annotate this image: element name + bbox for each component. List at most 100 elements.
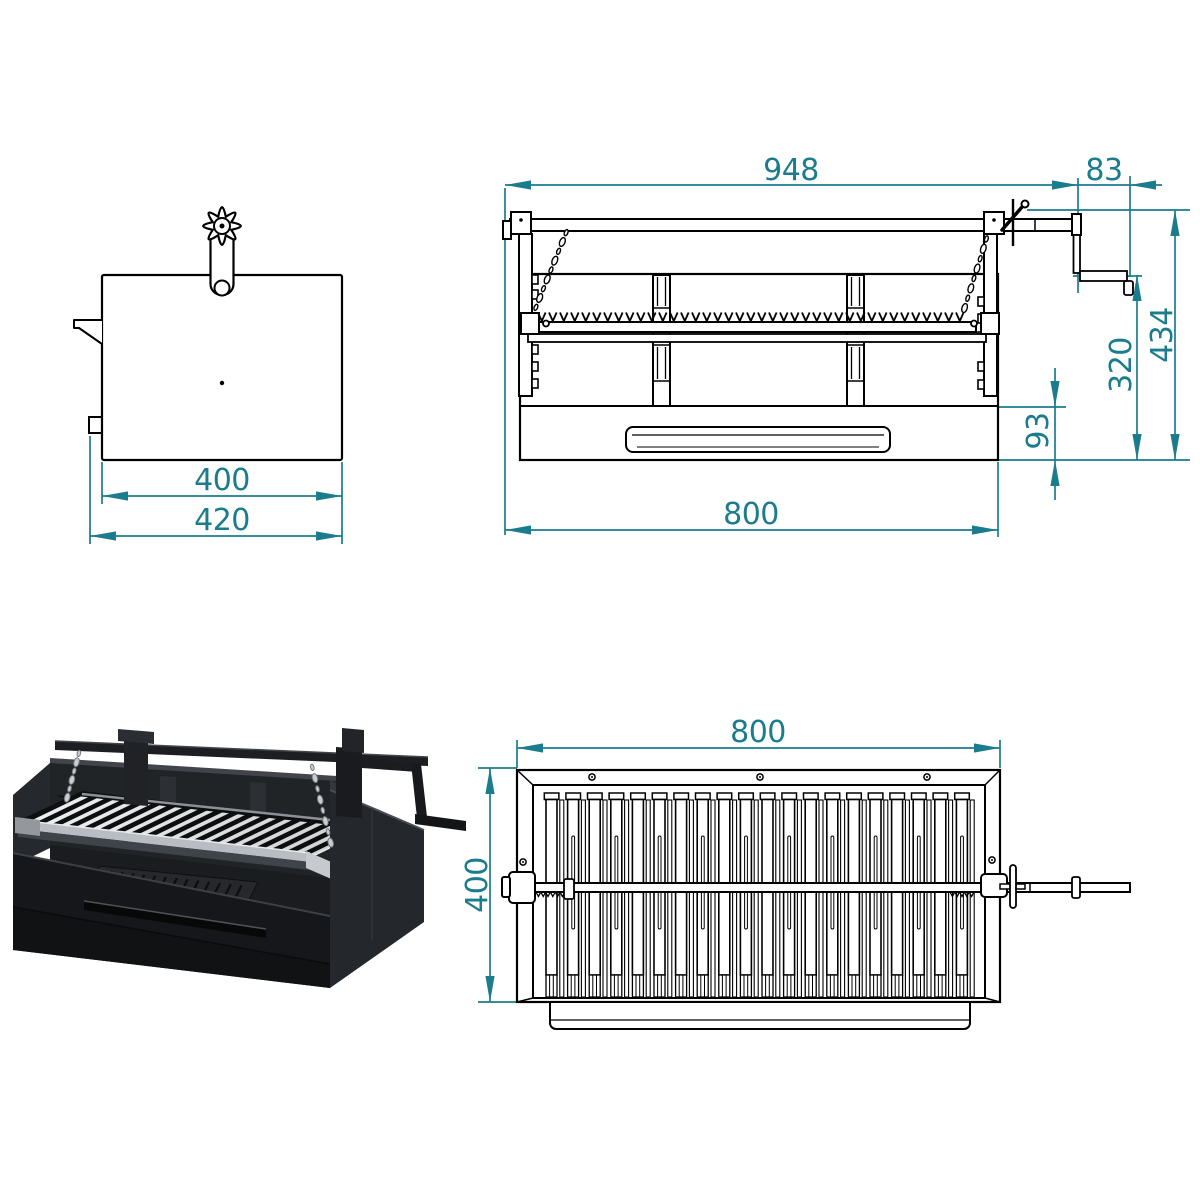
serration-teeth: [537, 312, 965, 324]
rod-collar: [1071, 876, 1081, 899]
chain-link: [73, 757, 80, 768]
front-wall-top-edge: [12, 852, 331, 917]
dimension-arrow: [505, 525, 531, 535]
slat-foot: [588, 974, 601, 998]
slat-strip: [775, 799, 781, 998]
slat-cap: [737, 792, 755, 801]
slat-strip: [796, 799, 802, 998]
slat-strip: [667, 799, 673, 998]
chain-link: [977, 254, 983, 263]
slat-foot: [955, 974, 969, 998]
slat-strip: [904, 799, 910, 998]
screw-center: [591, 776, 593, 778]
left-post-cap: [118, 729, 154, 744]
crank-grip-3d: [415, 814, 466, 831]
left-wall: [13, 763, 50, 866]
crank-down-arm: [1072, 234, 1081, 274]
slat-strip: [840, 799, 846, 998]
dimension-arrow: [316, 491, 342, 501]
drawer-front: [13, 907, 330, 988]
dim-top-width: 800: [730, 715, 786, 750]
grate-left-pin: [542, 319, 550, 328]
lower-bracket: [88, 416, 102, 434]
corner-miter: [984, 769, 1001, 786]
grease-tray: [549, 1001, 971, 1030]
spit-bar-right-cap: [1071, 213, 1082, 236]
slat-foot: [804, 974, 817, 998]
dim-front-overall-width: 948: [763, 153, 819, 188]
crank-guard-disc: [1009, 864, 1017, 909]
grate-left-end-plate: [520, 312, 540, 335]
chain-link: [320, 806, 326, 815]
side-view: [73, 206, 344, 462]
back-support-tab: [250, 782, 266, 812]
spit-bar-3d: [55, 741, 428, 766]
dimension-arrow: [974, 743, 1000, 753]
chain-link: [63, 792, 71, 803]
chain-link: [563, 228, 569, 237]
left-bracket: [510, 211, 532, 235]
dim-front-overall-height: 434: [1145, 307, 1180, 363]
chain-link: [533, 303, 539, 312]
hanging-chains: [533, 228, 990, 314]
dimension-labels: 400 420 948 83 434 320 93 800 800 400: [194, 153, 1180, 913]
chain-link: [548, 266, 554, 274]
locking-lever-ring: [1020, 199, 1030, 209]
chain-link: [551, 255, 559, 266]
slat-strip: [948, 799, 954, 998]
chain-link: [971, 274, 977, 283]
corner-miter: [516, 769, 534, 786]
dimension-arrow: [1132, 434, 1142, 460]
slat-strip: [645, 799, 651, 998]
slat-cap: [694, 792, 711, 801]
slat-strip: [710, 799, 716, 998]
slat-foot: [782, 974, 796, 998]
rotisserie-rod: [532, 882, 1131, 893]
dim-side-overall-depth: 420: [194, 503, 250, 538]
slat-foot: [696, 974, 709, 998]
slat-cap: [759, 792, 776, 801]
slat-foot: [674, 974, 688, 998]
slat-foot: [739, 974, 753, 998]
screw-center: [522, 861, 524, 863]
slat-cap: [565, 792, 582, 801]
chain-link: [961, 302, 969, 314]
chain-link: [76, 749, 82, 758]
rotisserie-rod-assembly: [501, 864, 1131, 909]
dimension-arrow: [1170, 210, 1180, 236]
right-bracket-hole: [992, 218, 996, 222]
slat-cap: [953, 792, 971, 801]
chain-link: [979, 243, 987, 254]
slat-strip: [688, 799, 694, 998]
slat-foot: [761, 974, 774, 998]
adjust-tab: [531, 344, 539, 355]
slat-foot: [912, 974, 925, 998]
tray-outline: [549, 1001, 971, 1030]
drawer-seam: [12, 906, 331, 965]
slat-cap: [673, 792, 690, 801]
chain-link: [558, 236, 566, 248]
slat-cap: [608, 792, 625, 801]
drawer-handle-highlight: [83, 900, 267, 930]
slat-cap: [781, 792, 798, 801]
slat-cap: [716, 792, 733, 801]
spit-bar-assembly: [502, 199, 1134, 296]
slat-strip: [818, 799, 824, 998]
dimension-arrow: [1170, 434, 1180, 460]
slat-strip: [861, 799, 867, 998]
chain-link: [315, 785, 320, 793]
dimension-arrow: [485, 768, 495, 794]
slat-foot: [847, 974, 861, 998]
wall-hook-bracket: [73, 319, 103, 345]
grate-right-end-plate: [980, 312, 1000, 335]
chain-link: [68, 774, 76, 785]
slat-cap: [845, 792, 863, 801]
slat-foot: [566, 974, 580, 998]
chain-link: [309, 763, 315, 772]
chain-link: [67, 785, 72, 793]
slat-strip: [969, 799, 975, 998]
rail-highlight: [17, 819, 311, 854]
grate-lower-rail: [527, 333, 987, 343]
slat-strip: [602, 799, 608, 998]
